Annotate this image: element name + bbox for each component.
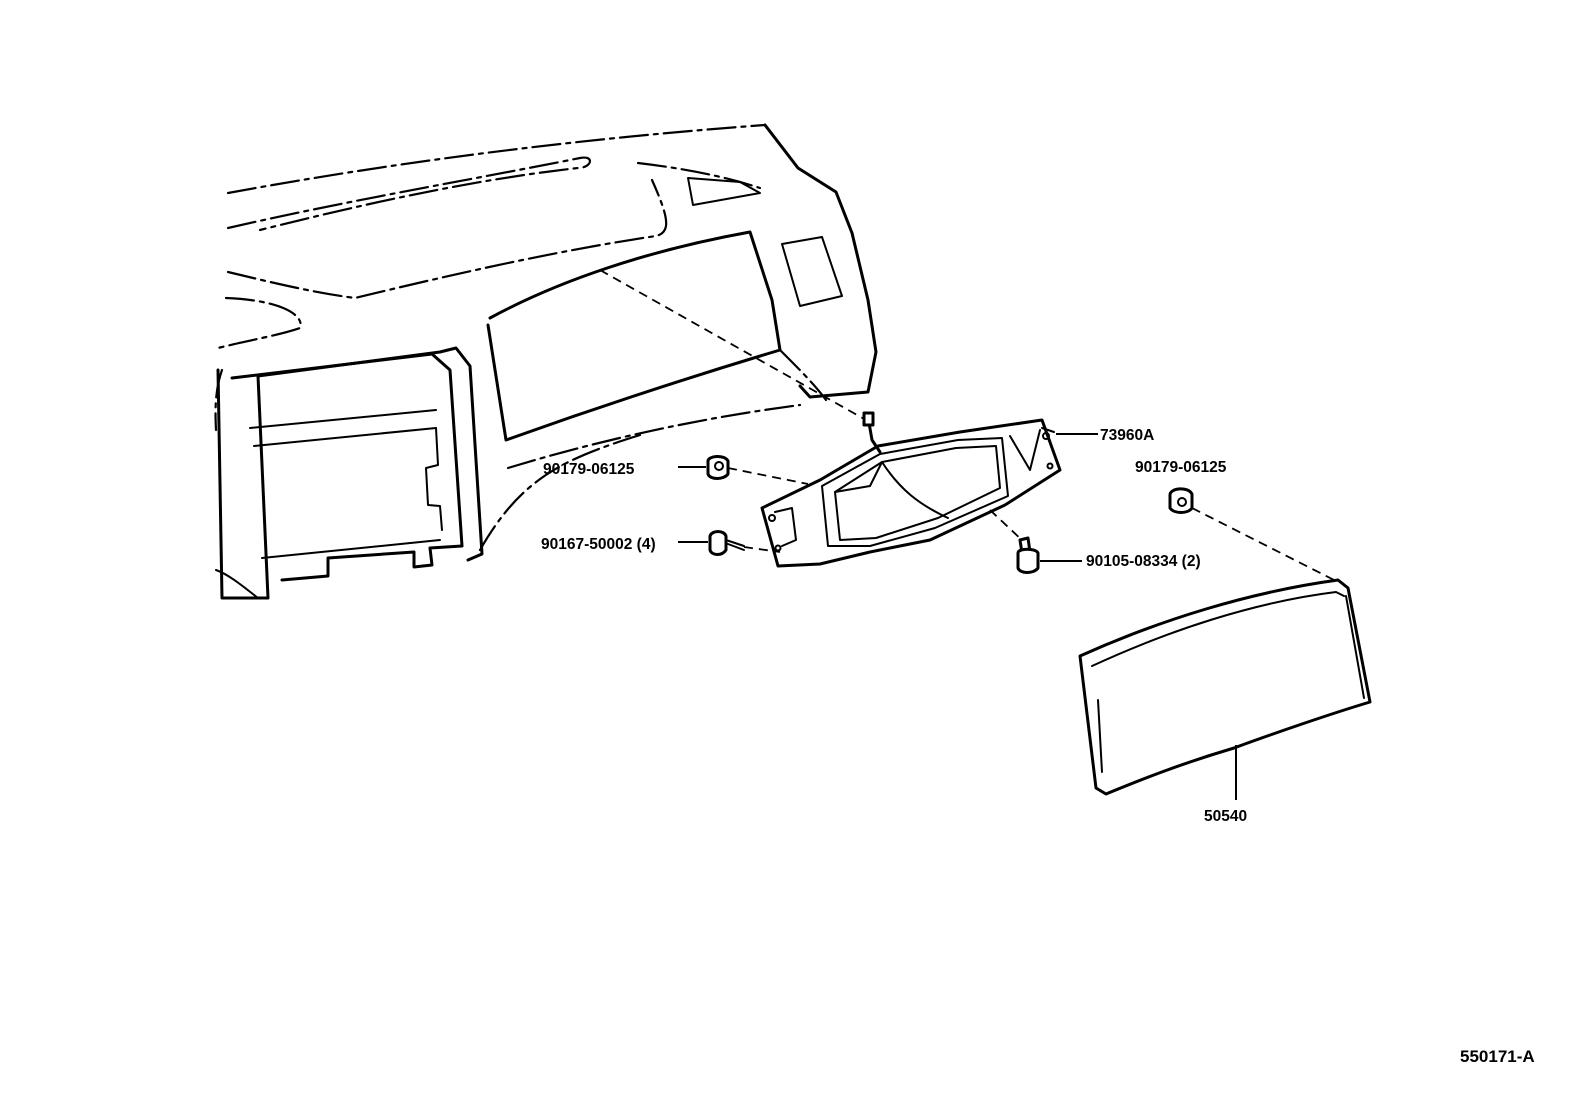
label-bracket: 73960A <box>1100 427 1154 444</box>
instrument-panel <box>214 123 878 600</box>
label-screw-left: 90167-50002 (4) <box>541 536 656 553</box>
cluster-bracket <box>760 411 1062 568</box>
diagram-code: 550171-A <box>1460 1047 1535 1066</box>
label-screw-right: 90105-08334 (2) <box>1086 553 1201 570</box>
clip-right <box>1168 487 1339 583</box>
screw-right <box>989 509 1082 574</box>
screw-left <box>678 530 781 556</box>
label-clip-right: 90179-06125 <box>1135 459 1227 476</box>
cluster-glass <box>1078 578 1372 800</box>
alignment-line <box>599 269 867 421</box>
label-glass: 50540 <box>1204 808 1247 825</box>
clip-left <box>678 455 809 485</box>
label-clip-left: 90179-06125 <box>543 461 635 478</box>
